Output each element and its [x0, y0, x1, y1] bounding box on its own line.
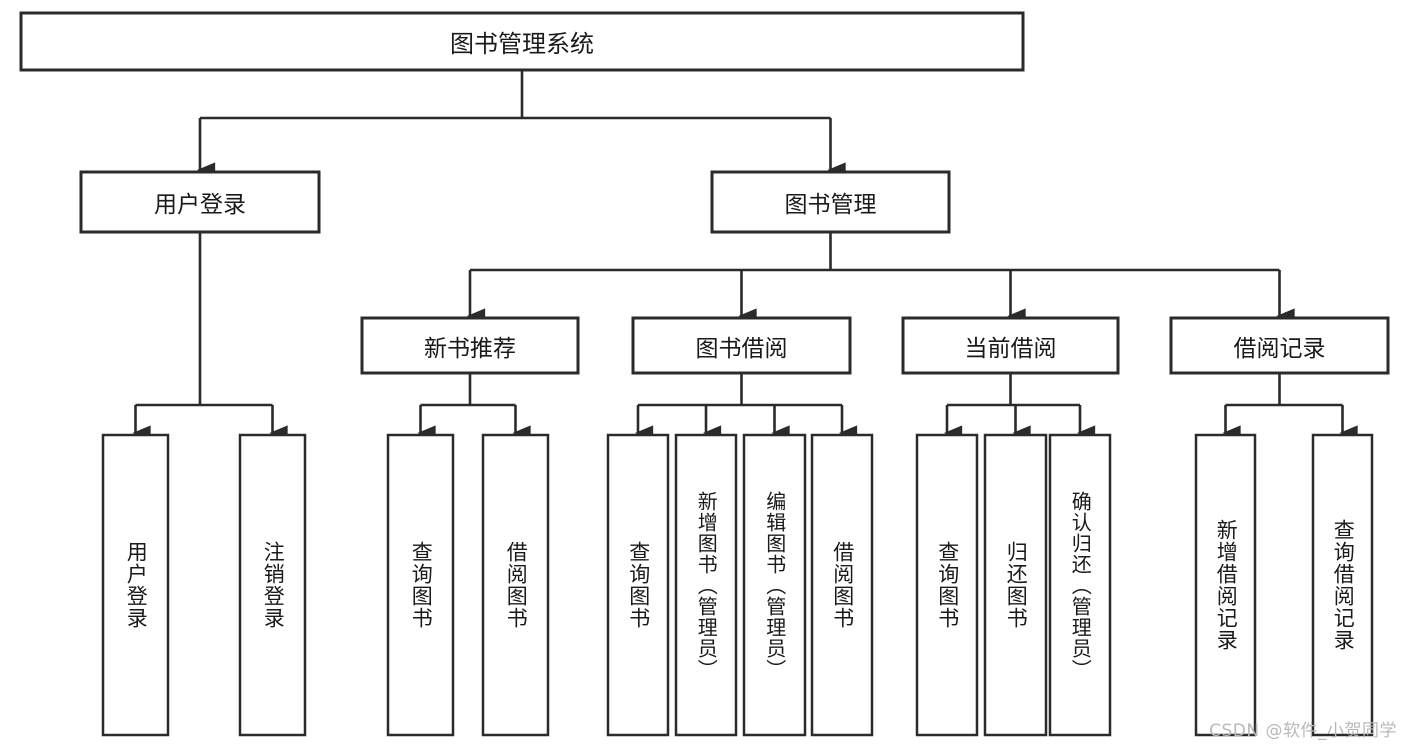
node-box-leaf-query-book-rec[interactable]	[386, 433, 455, 737]
node-box-leaf-edit-book-admin[interactable]	[742, 433, 807, 737]
node-box-leaf-query-borrow-record[interactable]	[1311, 433, 1374, 737]
node-box-borrow-records[interactable]	[1169, 316, 1390, 375]
node-box-book-borrow[interactable]	[631, 316, 852, 375]
node-box-leaf-add-book-admin[interactable]	[674, 433, 738, 737]
node-box-root[interactable]	[19, 11, 1025, 72]
node-box-leaf-borrow-book-rec[interactable]	[481, 433, 550, 737]
connector-lines	[132, 70, 1358, 441]
node-box-current-borrow[interactable]	[901, 316, 1120, 375]
node-box-leaf-confirm-return-admin[interactable]	[1048, 433, 1112, 737]
node-box-leaf-logout[interactable]	[238, 433, 307, 737]
node-box-leaf-return-book[interactable]	[983, 433, 1048, 737]
node-boxes	[19, 11, 1390, 737]
node-box-leaf-query-book-current[interactable]	[915, 433, 979, 737]
node-box-leaf-borrow-book[interactable]	[810, 433, 874, 737]
node-box-leaf-user-login[interactable]	[101, 433, 170, 737]
node-box-book-management[interactable]	[710, 170, 951, 234]
node-box-leaf-query-book-borrow[interactable]	[606, 433, 670, 737]
node-box-user-login[interactable]	[79, 170, 321, 234]
node-box-leaf-add-borrow-record[interactable]	[1194, 433, 1257, 737]
node-box-new-book-recommend[interactable]	[360, 316, 580, 375]
